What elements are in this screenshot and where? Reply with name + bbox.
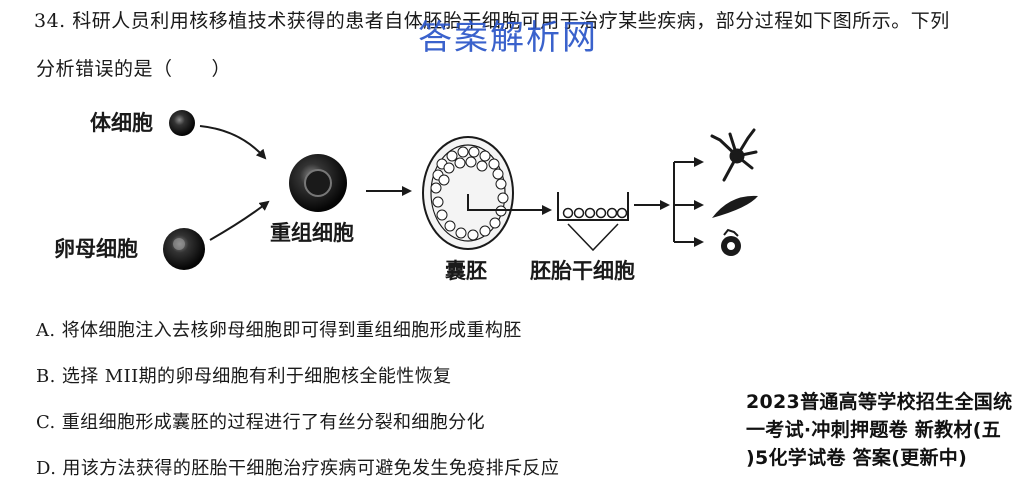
arrow-oocyte-to-reconstructed: [209, 200, 270, 241]
question-stem-line2: 分析错误的是（ ）: [36, 58, 232, 80]
promo-line2: 一考试·冲刺押题卷 新教材(五: [746, 419, 1002, 441]
promo-line1: 2023普通高等学校招生全国统: [746, 391, 1013, 413]
oocyte-shape: [163, 228, 205, 270]
neuron-icon: [710, 128, 758, 182]
label-somatic-cell: 体细胞: [90, 111, 153, 135]
somatic-cell-shape: [169, 110, 195, 136]
option-d: D. 用该方法获得的胚胎干细胞治疗疾病可避免发生免疫排斥反应: [36, 458, 560, 479]
culture-dish-shape: [557, 192, 629, 252]
blastocyst-shape: [422, 136, 514, 250]
oocyte-highlight: [173, 238, 185, 250]
option-b: B. 选择 MII期的卵母细胞有利于细胞核全能性恢复: [36, 366, 452, 387]
process-diagram: 体细胞 卵母细胞 重组细胞 囊胚 胚胎干细胞: [54, 110, 758, 283]
promo-text[interactable]: 2023普通高等学校招生全国统 一考试·冲刺押题卷 新教材(五 )5化学试卷 答…: [746, 388, 1031, 472]
round-cell-icon: [721, 228, 741, 256]
promo-line3: )5化学试卷 答案(更新中): [746, 447, 968, 469]
muscle-cell-icon: [712, 195, 758, 218]
arrow-to-culture: [467, 194, 552, 215]
arrow-somatic-to-reconstructed: [199, 125, 267, 160]
question-stem-line1: 34. 科研人员利用核移植技术获得的患者自体胚胎干细胞可用于治疗某些疾病，部分过…: [34, 10, 950, 32]
option-a: A. 将体细胞注入去核卵母细胞即可得到重组细胞形成重构胚: [36, 320, 522, 341]
option-c: C. 重组细胞形成囊胚的过程进行了有丝分裂和细胞分化: [36, 412, 485, 433]
label-reconstructed-cell: 重组细胞: [270, 221, 354, 245]
label-blastocyst: 囊胚: [444, 259, 487, 283]
watermark: 答案解析网: [418, 18, 598, 58]
label-oocyte: 卵母细胞: [54, 237, 138, 261]
label-es-cell: 胚胎干细胞: [530, 259, 635, 283]
reconstructed-cell-nucleus: [304, 169, 332, 197]
